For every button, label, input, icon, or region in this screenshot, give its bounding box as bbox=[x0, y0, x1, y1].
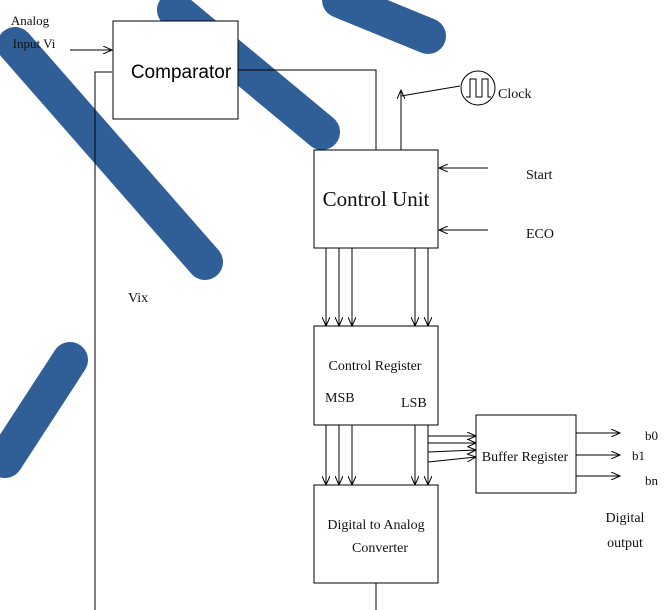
comparator-label: Comparator bbox=[131, 62, 232, 83]
cr-buf-arrow-4 bbox=[427, 457, 476, 463]
dac-label-2: Converter bbox=[352, 541, 408, 556]
dac-label-1: Digital to Analog bbox=[327, 518, 424, 533]
control-register-block bbox=[313, 325, 439, 426]
control-register-label: Control Register bbox=[329, 359, 422, 374]
clock-label: Clock bbox=[498, 87, 531, 102]
vix-label: Vix bbox=[128, 291, 148, 306]
control-unit-label: Control Unit bbox=[323, 187, 430, 211]
clock-circle bbox=[460, 70, 496, 106]
comparator-block bbox=[112, 20, 239, 120]
bn-label: bn bbox=[645, 473, 659, 488]
control-unit-block bbox=[313, 149, 439, 249]
stripe-2 bbox=[322, 0, 446, 54]
b1-label: b1 bbox=[632, 448, 645, 463]
digital-output-label-2: output bbox=[607, 536, 643, 551]
lsb-label: LSB bbox=[401, 396, 427, 411]
analog-input-label-2: Input Vi bbox=[13, 36, 56, 51]
dac-block bbox=[313, 484, 439, 584]
clock-source bbox=[460, 70, 496, 106]
cr-buf-arrow-3 bbox=[427, 450, 476, 452]
msb-label: MSB bbox=[325, 391, 355, 406]
buffer-register-label: Buffer Register bbox=[482, 450, 569, 465]
buffer-register-block bbox=[475, 414, 577, 494]
comparator-output-wire bbox=[238, 69, 377, 150]
start-label: Start bbox=[526, 168, 553, 183]
b0-label: b0 bbox=[645, 428, 658, 443]
analog-input-label-1: Analog bbox=[11, 13, 50, 28]
stripe-4 bbox=[0, 342, 88, 478]
digital-output-label-1: Digital bbox=[606, 511, 645, 526]
square-wave-icon bbox=[466, 78, 491, 98]
eco-label: ECO bbox=[526, 227, 554, 242]
vix-feedback-wire bbox=[94, 71, 112, 610]
wires bbox=[70, 50, 620, 610]
stripe-3 bbox=[0, 27, 223, 280]
clock-link-wire bbox=[400, 85, 461, 97]
